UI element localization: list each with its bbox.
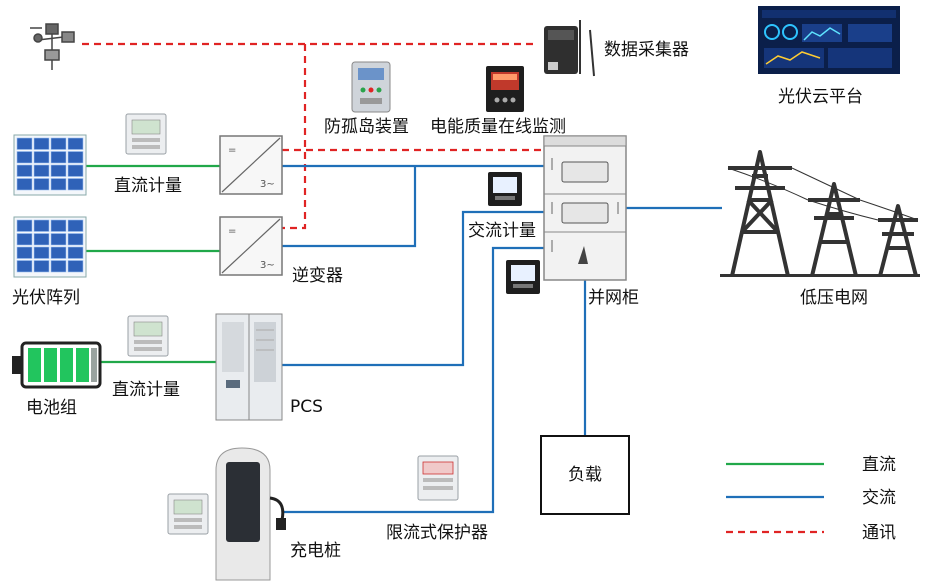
pv-cell	[50, 233, 67, 246]
dc-meter-1-device	[125, 113, 167, 155]
pv-cell	[16, 233, 33, 246]
ac-meter-2	[506, 260, 540, 294]
ac-lines	[282, 164, 722, 514]
dc-lines	[86, 164, 222, 364]
charging-pile	[215, 447, 286, 581]
pv-cell	[33, 260, 50, 273]
svg-text:=: =	[228, 226, 236, 237]
ac-meter-label: 交流计量	[468, 221, 536, 241]
pcs-cabinet	[215, 313, 283, 421]
charger-meter-device	[167, 493, 209, 535]
current-limit-label: 限流式保护器	[386, 523, 488, 543]
battery-icon	[12, 341, 102, 389]
pv-cell	[50, 137, 67, 150]
inverter-label: 逆变器	[292, 266, 343, 286]
svg-text:3~: 3~	[260, 179, 275, 190]
pv-cells	[16, 137, 84, 273]
ac-line-inv2	[282, 166, 417, 248]
pv-cell	[16, 164, 33, 177]
pv-cell	[33, 246, 50, 259]
dc-meter-2-label: 直流计量	[112, 380, 180, 400]
battery-pack-label: 电池组	[26, 398, 77, 418]
pv-cell	[16, 246, 33, 259]
load-label: 负载	[568, 465, 602, 485]
pv-cell	[33, 219, 50, 232]
load-box	[540, 435, 630, 515]
data-collector-icon	[544, 20, 595, 77]
current-limit-protector	[417, 455, 459, 501]
pv-cell	[33, 164, 50, 177]
pv-cell	[67, 137, 84, 150]
pv-cell	[67, 164, 84, 177]
pv-cell	[50, 219, 67, 232]
pv-cell	[33, 137, 50, 150]
pv-cell	[16, 219, 33, 232]
pv-cell	[16, 260, 33, 273]
pv-cell	[67, 260, 84, 273]
inverter-2: = 3~	[219, 216, 283, 276]
ac-line-charger	[282, 246, 544, 514]
pcs-label: PCS	[290, 397, 323, 417]
charging-pile-label: 充电桩	[290, 541, 341, 561]
pv-cell	[67, 233, 84, 246]
pv-cell	[50, 151, 67, 164]
ac-line-pcs	[282, 210, 544, 367]
legend-label-comm: 通讯	[862, 523, 896, 543]
legend: 直流 交流 通讯	[726, 455, 896, 543]
svg-text:=: =	[228, 145, 236, 156]
pv-cell	[33, 151, 50, 164]
svg-text:3~: 3~	[260, 260, 275, 271]
ground-line	[720, 274, 920, 277]
pv-cell	[33, 178, 50, 191]
data-collector-label: 数据采集器	[604, 40, 689, 60]
dc-meter-1-label: 直流计量	[114, 176, 182, 196]
transmission-tower-icon	[727, 150, 919, 277]
pv-cell	[33, 233, 50, 246]
inverter-1: = 3~	[219, 135, 283, 195]
pv-cell	[16, 151, 33, 164]
legend-label-ac: 交流	[862, 488, 896, 508]
dc-meter-2-device	[127, 315, 169, 357]
pv-cell	[16, 137, 33, 150]
pv-cell	[67, 178, 84, 191]
anti-islanding-device	[351, 61, 391, 113]
pv-cell	[50, 246, 67, 259]
pv-cell	[50, 164, 67, 177]
pv-cell	[67, 219, 84, 232]
legend-label-dc: 直流	[862, 455, 896, 475]
comm-line-drop	[282, 44, 307, 230]
grid-cabinet	[543, 135, 627, 281]
comm-lines	[82, 42, 544, 230]
pv-cell	[16, 178, 33, 191]
low-voltage-grid-label: 低压电网	[800, 288, 868, 308]
pv-cell	[50, 260, 67, 273]
weather-station-icon	[30, 23, 75, 70]
power-quality-label: 电能质量在线监测	[430, 117, 566, 137]
ac-meter-1	[488, 172, 522, 206]
cloud-platform-screen	[758, 6, 900, 74]
pv-array-label: 光伏阵列	[12, 288, 80, 308]
pv-cell	[67, 151, 84, 164]
power-quality-monitor	[486, 66, 524, 112]
pv-cell	[67, 246, 84, 259]
grid-cabinet-label: 并网柜	[588, 288, 639, 308]
anti-islanding-label: 防孤岛装置	[324, 117, 409, 137]
cloud-platform-label: 光伏云平台	[778, 87, 863, 107]
pv-cell	[50, 178, 67, 191]
